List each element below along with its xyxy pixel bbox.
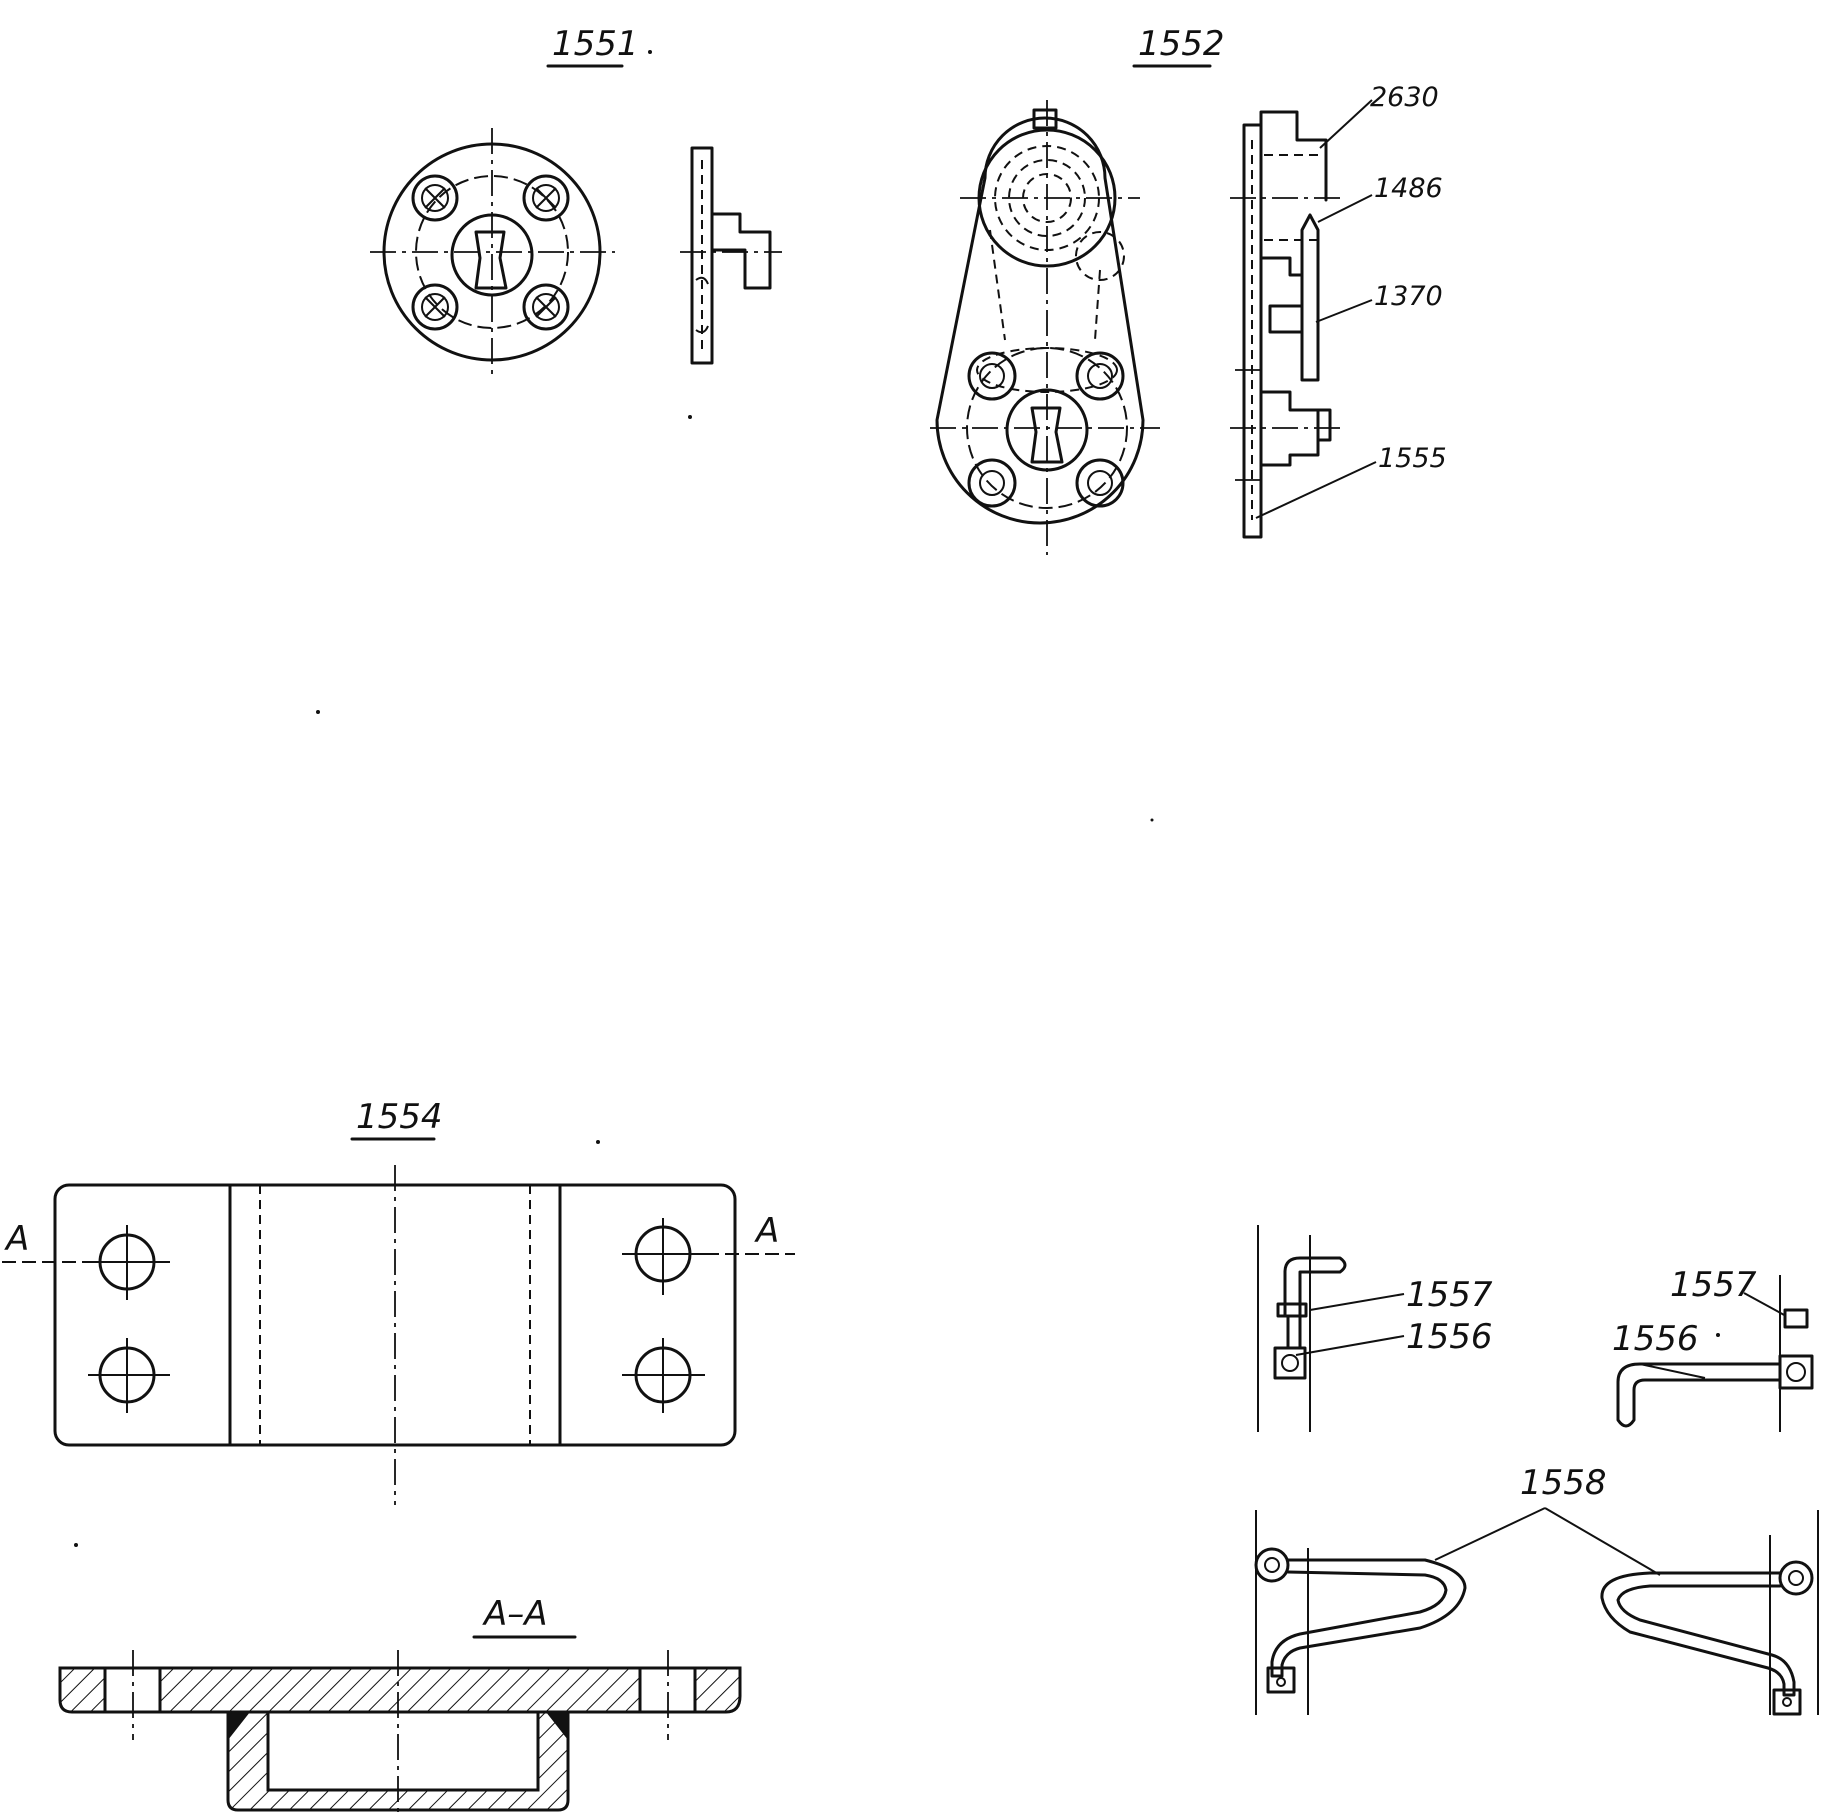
section-a-a-view: A–A [58, 1594, 742, 1815]
figure-1558: 1558 [1254, 1463, 1819, 1716]
flange-front-view [370, 128, 615, 378]
latch-view-right: 1557 1556 [1612, 1265, 1814, 1432]
figure-1554: 1554 A A A–A [2, 1097, 795, 1815]
bolt-hole [967, 351, 1017, 401]
flange-side-view [680, 146, 782, 365]
bolt-hole [522, 283, 570, 331]
bolt-hole [88, 1338, 170, 1413]
handle-left-view [1254, 1510, 1467, 1715]
latch-view-left: 1557 1556 [1257, 1225, 1493, 1432]
bolt-hole [622, 1338, 705, 1413]
bolt-hole [967, 458, 1017, 508]
scan-specks [74, 50, 1720, 1547]
section-title: A–A [482, 1594, 548, 1634]
figure-1551-title: 1551 [552, 24, 639, 64]
figure-1558-title: 1558 [1520, 1463, 1607, 1503]
callout-1370: 1370 [1374, 281, 1443, 312]
bracket-side-view [1230, 110, 1345, 539]
callout-1556-left: 1556 [1406, 1317, 1493, 1357]
section-mark-left: A [4, 1219, 29, 1259]
figure-1552-title: 1552 [1138, 24, 1225, 64]
callout-1557-right: 1557 [1670, 1265, 1757, 1305]
section-mark-right: A [754, 1211, 779, 1251]
bolt-hole [411, 283, 459, 331]
bracket-front-view [930, 100, 1160, 555]
callout-1486: 1486 [1374, 173, 1443, 204]
figure-1552: 1552 [930, 24, 1447, 555]
figure-1551: 1551 [370, 24, 782, 378]
bolt-hole [622, 1218, 705, 1295]
bolt-hole [1075, 458, 1125, 508]
bolt-hole [88, 1225, 170, 1300]
figure-1554-title: 1554 [356, 1097, 443, 1137]
callout-2630: 2630 [1370, 82, 1439, 113]
bolt-hole [411, 174, 459, 222]
callout-1555: 1555 [1378, 443, 1447, 474]
handle-right-view [1600, 1510, 1819, 1716]
figure-1556-1557: 1557 1556 1557 1556 [1257, 1225, 1814, 1432]
callout-1556-right: 1556 [1612, 1319, 1699, 1359]
bolt-hole [522, 174, 570, 222]
bolt-hole [1075, 351, 1125, 401]
callouts-1552: 2630 1486 1370 1555 [1255, 82, 1447, 519]
callout-1557-left: 1557 [1406, 1275, 1493, 1315]
plate-top-view: A A [2, 1165, 795, 1505]
